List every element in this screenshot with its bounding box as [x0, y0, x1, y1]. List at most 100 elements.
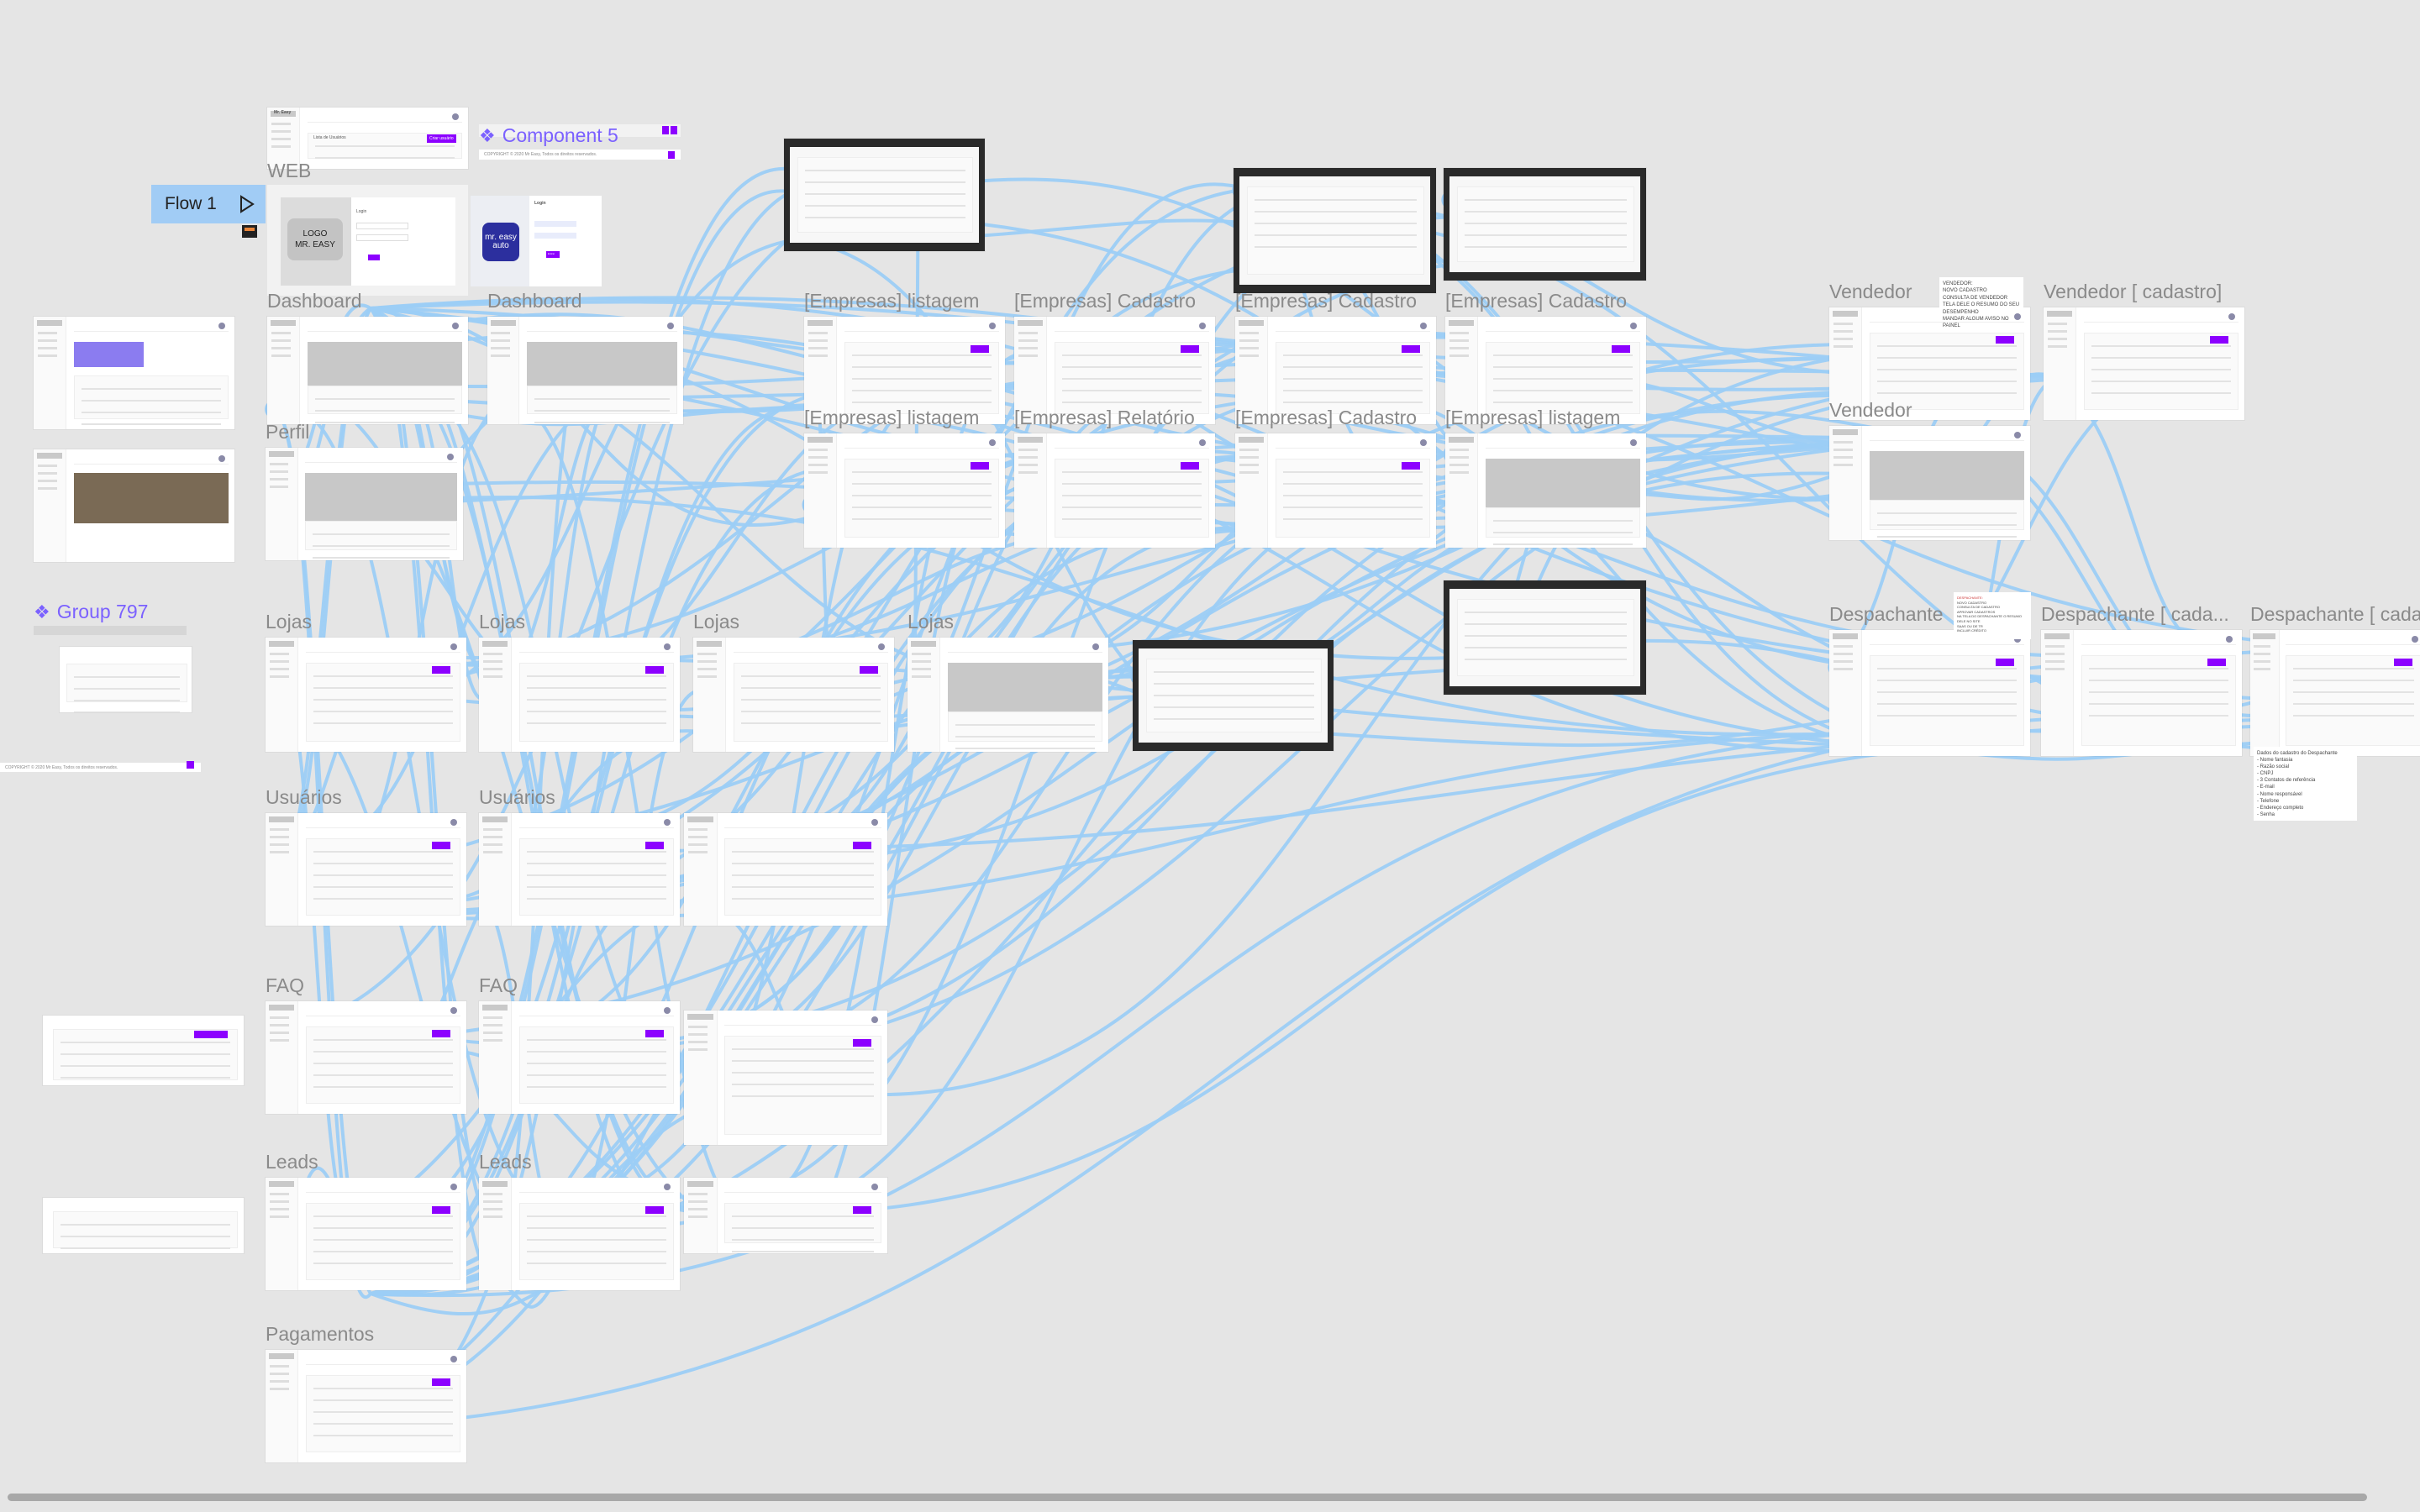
- frame-label-perfil: Perfil: [266, 421, 310, 443]
- perfil-preview-thumbnail[interactable]: [34, 449, 234, 562]
- frame-label-web: WEB: [267, 160, 312, 181]
- frame-label-despachante-cadastro-2: Despachante [ cada: [2250, 603, 2420, 625]
- frame-label-usuarios-2: Usuários: [479, 786, 555, 808]
- screenshot-frame[interactable]: [1133, 640, 1334, 751]
- group-797-name: Group 797: [56, 601, 149, 622]
- screenshot-frame[interactable]: [1444, 168, 1646, 281]
- frame-vendedor-2[interactable]: [1829, 426, 2030, 540]
- frame-faq-2[interactable]: [479, 1001, 680, 1114]
- screenshot-frame[interactable]: [684, 1011, 887, 1145]
- note-line: DESPACHANTE:: [1957, 596, 1983, 600]
- frame-lojas-2[interactable]: [479, 638, 680, 752]
- app-name: Mr. Easy: [274, 110, 292, 115]
- web-users-frame[interactable]: Mr. Easy Lista de Usuários Criar usuário: [267, 108, 468, 169]
- note-line: - E-mail: [2257, 785, 2275, 790]
- create-user-button[interactable]: Criar usuário: [427, 134, 456, 143]
- login-button[interactable]: [368, 255, 380, 260]
- component-button[interactable]: [671, 126, 677, 134]
- frame-dashboard-2[interactable]: [487, 317, 683, 424]
- list-title: Lista de Usuários: [313, 135, 346, 140]
- frame-faq-1[interactable]: [266, 1001, 466, 1114]
- frame-perfil[interactable]: [266, 448, 463, 560]
- frame-pagamentos[interactable]: [266, 1350, 466, 1462]
- group-797-label[interactable]: ❖ Group 797: [34, 601, 148, 623]
- component-icon: ❖: [34, 601, 50, 622]
- component-icon: ❖: [479, 124, 496, 146]
- footer-button[interactable]: [668, 151, 675, 159]
- screenshot-frame[interactable]: [1234, 168, 1436, 293]
- footer-bar: COPYRIGHT © 2020 Mr Easy, Todos os direi…: [479, 150, 681, 160]
- password-field-2[interactable]: [534, 233, 576, 239]
- frame-lojas-1[interactable]: [266, 638, 466, 752]
- component-5-name: Component 5: [502, 124, 618, 146]
- email-field[interactable]: [356, 223, 408, 229]
- frame-label-despachante-cadastro-1: Despachante [ cada...: [2041, 603, 2229, 625]
- frame-label-empresas-cadastro-2: [Empresas] Cadastro: [1235, 290, 1418, 312]
- frame-label-despachante-1: Despachante: [1829, 603, 1944, 625]
- screenshot-frame[interactable]: [684, 1178, 887, 1253]
- login-submit[interactable]: Entrar: [548, 252, 555, 255]
- component-button[interactable]: [662, 126, 669, 134]
- login-title-2: Login: [534, 201, 546, 206]
- frame-despachante-cadastro-1[interactable]: [2041, 630, 2242, 756]
- login-frame-2[interactable]: mr. easy auto Login Entrar: [471, 196, 602, 286]
- frame-lojas-3[interactable]: [693, 638, 894, 752]
- frame-empresas-cadastro-3[interactable]: [1445, 317, 1646, 424]
- frame-leads-1[interactable]: [266, 1178, 466, 1290]
- frame-empresas-listagem-3[interactable]: [1445, 433, 1646, 548]
- note-line: CONSULTA DE VENDEDOR: [1943, 295, 2008, 301]
- frame-empresas-relatorio[interactable]: [1014, 433, 1215, 548]
- frame-label-empresas-listagem-1: [Empresas] listagem: [804, 290, 980, 312]
- screenshot-frame[interactable]: [784, 139, 985, 251]
- frame-despachante-1[interactable]: [1829, 630, 2030, 756]
- footer-bar-2: COPYRIGHT © 2020 Mr Easy, Todos os direi…: [0, 763, 201, 772]
- connection-wire: [435, 485, 1028, 1045]
- note-line: - Nome responsável: [2257, 791, 2302, 797]
- frame-label-dashboard-1: Dashboard: [267, 290, 362, 312]
- logo-text-1: LOGO: [302, 229, 328, 239]
- frame-despachante-cadastro-2[interactable]: [2250, 630, 2420, 756]
- frame-empresas-cadastro-4[interactable]: [1235, 433, 1436, 548]
- dashboard-preview-thumbnail[interactable]: [34, 317, 234, 429]
- group-797-table[interactable]: [60, 647, 192, 712]
- frame-empresas-listagem-2[interactable]: [804, 433, 1005, 548]
- frame-label-empresas-cadastro-4: [Empresas] Cadastro: [1235, 407, 1418, 428]
- horizontal-scrollbar[interactable]: [8, 1494, 2367, 1501]
- frame-dashboard-1[interactable]: [267, 317, 468, 424]
- note-line: - Endereço completo: [2257, 805, 2304, 811]
- note-line: - Telefone: [2257, 798, 2280, 804]
- frame-label-leads-2: Leads: [479, 1151, 532, 1173]
- frame-label-empresas-cadastro-1: [Empresas] Cadastro: [1014, 290, 1197, 312]
- leads-table-frame[interactable]: [43, 1198, 244, 1253]
- screenshot-frame[interactable]: [684, 813, 887, 926]
- frame-label-lojas-4: Lojas: [908, 611, 954, 633]
- screenshot-frame[interactable]: [1444, 580, 1646, 695]
- email-field-2[interactable]: [534, 221, 576, 227]
- frame-empresas-cadastro-1[interactable]: [1014, 317, 1215, 424]
- frame-leads-2[interactable]: [479, 1178, 680, 1290]
- frame-usuarios-2[interactable]: [479, 813, 680, 926]
- frame-label-vendedor-cadastro: Vendedor [ cadastro]: [2044, 281, 2223, 302]
- flow-1-button[interactable]: Flow 1: [151, 185, 266, 223]
- frame-empresas-cadastro-2[interactable]: [1235, 317, 1436, 424]
- footer-button-2[interactable]: [187, 761, 194, 769]
- frame-label-lojas-3: Lojas: [693, 611, 739, 633]
- password-field[interactable]: [356, 234, 408, 241]
- frame-vendedor-cadastro[interactable]: [2044, 307, 2244, 420]
- frame-label-usuarios-1: Usuários: [266, 786, 342, 808]
- frame-empresas-listagem-1[interactable]: [804, 317, 1005, 424]
- brand-logo-text: mr. easy auto: [485, 232, 517, 250]
- frame-vendedor-1[interactable]: [1829, 307, 2030, 420]
- frame-label-empresas-listagem-3: [Empresas] listagem: [1445, 407, 1621, 428]
- note-line: NOVO CADASTRO: [1957, 600, 1987, 605]
- frame-usuarios-1[interactable]: [266, 813, 466, 926]
- login-title: Login: [356, 209, 367, 214]
- play-icon: [240, 195, 255, 213]
- questions-table-frame[interactable]: [43, 1016, 244, 1085]
- component-5-label[interactable]: ❖ Component 5: [479, 124, 618, 147]
- frame-label-vendedor-2: Vendedor: [1829, 399, 1912, 421]
- frame-lojas-4[interactable]: [908, 638, 1108, 752]
- note-line: MANDAR ALGUM AVISO NO PAINEL: [1943, 316, 2009, 329]
